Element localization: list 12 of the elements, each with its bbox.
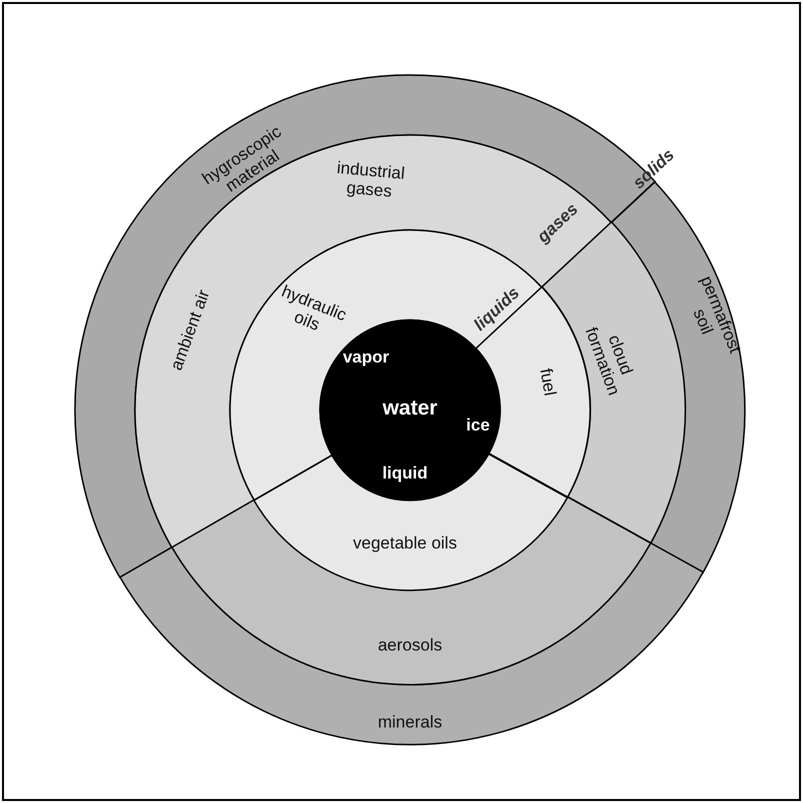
state-label: ice: [465, 416, 491, 434]
sector-label: ambient air: [166, 286, 214, 375]
sector-label: minerals: [376, 712, 444, 732]
ring-sector: [172, 497, 650, 685]
state-label: vapor: [342, 348, 390, 366]
sector-label: vegetable oils: [352, 533, 458, 552]
state-label: water: [382, 398, 438, 418]
sector-label: industrial gases: [335, 157, 407, 203]
sector-label: aerosols: [376, 635, 444, 654]
ring-sector: [254, 454, 568, 590]
state-label: liquid: [381, 464, 429, 482]
sector-label: fuel: [535, 366, 561, 400]
